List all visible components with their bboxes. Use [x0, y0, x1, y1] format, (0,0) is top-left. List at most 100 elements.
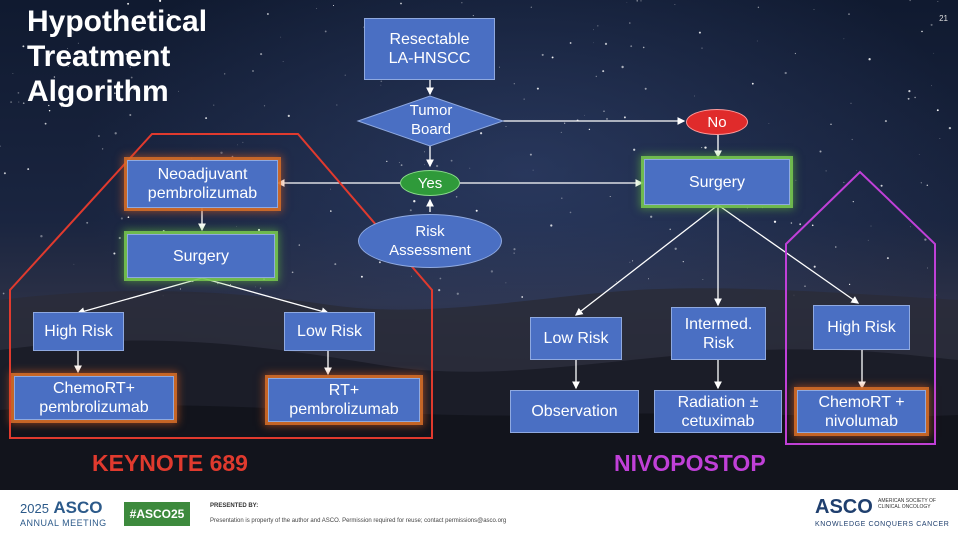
- star: [669, 228, 671, 231]
- star: [623, 116, 626, 119]
- star: [650, 215, 653, 218]
- star: [561, 197, 563, 200]
- star: [120, 217, 123, 220]
- star: [880, 184, 883, 187]
- footer-bar: 2025 ASCO ANNUAL MEETING #ASCO25 PRESENT…: [0, 490, 958, 540]
- star: [97, 135, 100, 137]
- star: [217, 282, 219, 285]
- star: [908, 90, 911, 93]
- star: [918, 153, 920, 155]
- star: [332, 4, 335, 7]
- star: [424, 151, 425, 153]
- star: [10, 101, 13, 104]
- star: [129, 113, 132, 117]
- slide-number: 21: [939, 14, 948, 23]
- tumor-board-node: Tumor Board: [409, 102, 453, 138]
- star: [450, 159, 453, 162]
- star: [746, 207, 748, 209]
- neoadjuvant-pembrolizumab-node: Neoadjuvant pembrolizumab: [127, 160, 278, 208]
- star: [490, 270, 494, 273]
- star: [907, 97, 910, 100]
- slide-canvas: Hypothetical Treatment Algorithm 21 Rese…: [0, 0, 958, 490]
- star: [162, 230, 165, 232]
- star: [843, 181, 845, 183]
- star: [523, 98, 525, 100]
- star: [701, 147, 703, 149]
- flow-connectors: [9, 80, 936, 445]
- star: [114, 92, 116, 94]
- star: [499, 66, 500, 68]
- star: [702, 279, 704, 280]
- star: [438, 289, 441, 292]
- star: [113, 56, 115, 58]
- star: [813, 265, 816, 268]
- star: [398, 161, 400, 164]
- star: [439, 277, 442, 280]
- star: [636, 0, 638, 2]
- annual-meeting-label: ANNUAL MEETING: [20, 518, 107, 528]
- star: [505, 282, 507, 284]
- star: [698, 31, 701, 34]
- star: [231, 155, 234, 158]
- star: [602, 70, 605, 73]
- star: [48, 104, 50, 107]
- star: [560, 131, 562, 133]
- star: [513, 248, 516, 251]
- star: [378, 261, 381, 264]
- star: [804, 285, 806, 287]
- yes-node: Yes: [400, 170, 460, 196]
- star: [937, 1, 939, 2]
- star: [848, 13, 850, 16]
- star: [830, 123, 832, 125]
- star: [629, 22, 631, 24]
- slide-title: Hypothetical Treatment Algorithm: [27, 4, 207, 109]
- star: [642, 46, 645, 49]
- star: [621, 65, 624, 69]
- low-risk-right-node: Low Risk: [530, 317, 622, 360]
- star: [263, 105, 266, 107]
- star: [179, 288, 181, 290]
- hashtag-badge: #ASCO25: [124, 502, 190, 526]
- star: [694, 95, 695, 97]
- star: [605, 117, 609, 120]
- title-line-3: Algorithm: [27, 75, 169, 108]
- high-risk-left-node: High Risk: [33, 312, 124, 351]
- star: [44, 122, 47, 125]
- star: [336, 104, 338, 106]
- star: [18, 101, 20, 103]
- star: [282, 61, 284, 62]
- star: [633, 148, 636, 151]
- star: [380, 84, 382, 86]
- no-node: No: [686, 109, 748, 135]
- star: [360, 275, 363, 278]
- star: [424, 164, 425, 166]
- star: [603, 110, 605, 112]
- star: [72, 32, 74, 34]
- star: [936, 109, 939, 112]
- tagline: KNOWLEDGE CONQUERS CANCER: [815, 521, 950, 528]
- star: [886, 257, 889, 260]
- star: [757, 6, 760, 9]
- star: [921, 30, 923, 33]
- star: [409, 209, 412, 212]
- star: [472, 15, 474, 17]
- star: [630, 45, 633, 48]
- star: [298, 244, 301, 246]
- star: [263, 278, 265, 280]
- star: [825, 170, 827, 172]
- star: [2, 292, 5, 295]
- star: [191, 157, 193, 159]
- star: [130, 76, 133, 79]
- star: [948, 126, 952, 130]
- star: [920, 182, 922, 184]
- star: [48, 109, 51, 112]
- star: [413, 200, 416, 203]
- star: [205, 117, 208, 120]
- star: [22, 45, 25, 48]
- radiation-cetuximab-node: Radiation ± cetuximab: [654, 390, 782, 433]
- chemort-nivolumab-node: ChemoRT + nivolumab: [797, 390, 926, 433]
- star: [475, 209, 478, 212]
- star: [794, 52, 797, 55]
- society-name: AMERICAN SOCIETY OF CLINICAL ONCOLOGY: [878, 498, 936, 510]
- star: [588, 128, 591, 131]
